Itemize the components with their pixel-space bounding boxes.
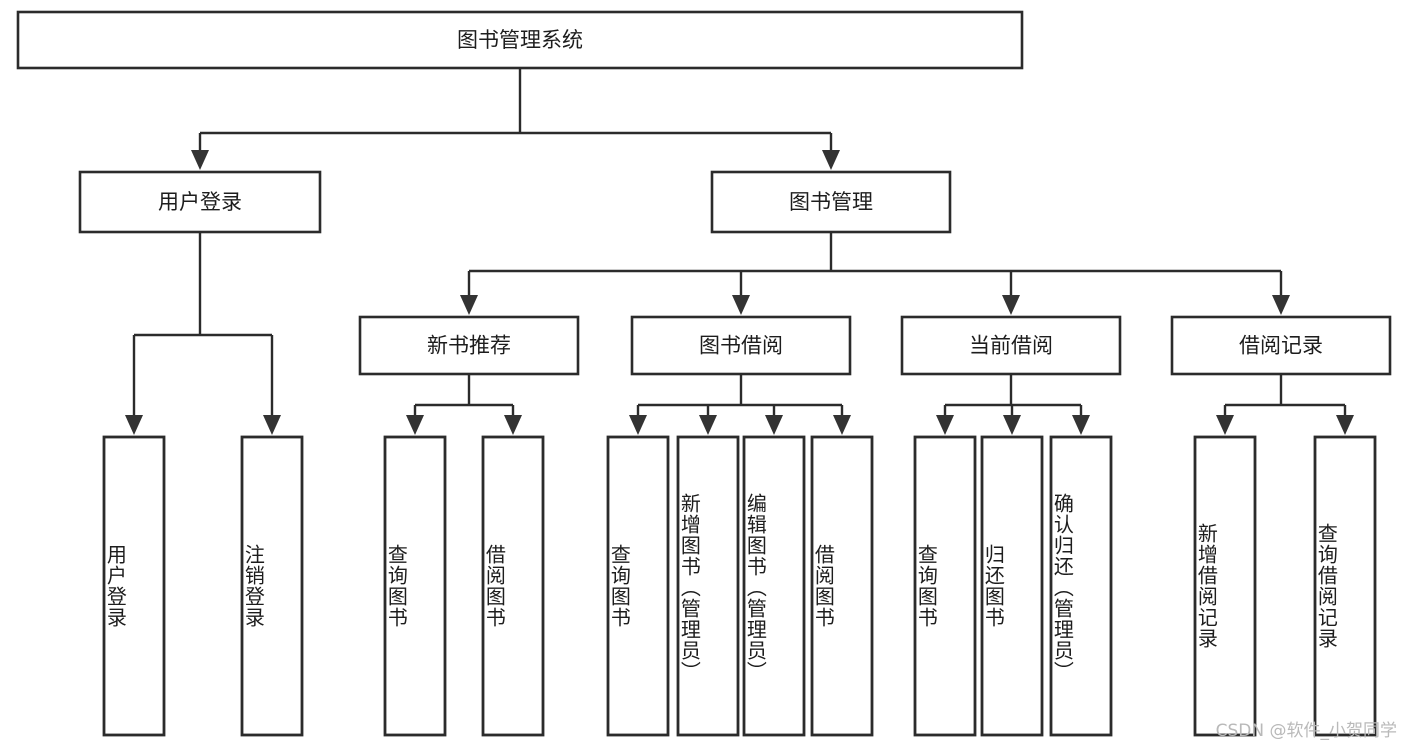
- arrowhead-to-leaf-return-book: [1003, 415, 1021, 435]
- node-leaf-confirm-return[interactable]: 确认归还（管理员）: [1049, 435, 1113, 737]
- arrowhead-to-leaf-query-book-2: [629, 415, 647, 435]
- node-label-wrap-leaf-query-book-3: 查询图书: [914, 544, 939, 628]
- arrowhead-to-leaf-logout: [263, 415, 281, 435]
- node-box-book-manage[interactable]: [710, 170, 952, 234]
- node-leaf-logout[interactable]: 注销登录: [240, 435, 304, 737]
- arrowhead-to-book-borrow: [732, 295, 750, 315]
- node-label-leaf-query-book-1: 查询图书: [384, 544, 409, 628]
- node-box-root[interactable]: [16, 10, 1024, 70]
- node-label-book-manage: 图书管理: [789, 190, 873, 214]
- arrowhead-to-leaf-borrow-book-1: [504, 415, 522, 435]
- arrowhead-to-new-book-recommend: [460, 295, 478, 315]
- node-label-wrap-leaf-edit-book: 编辑图书（管理员）: [743, 492, 768, 682]
- node-box-leaf-confirm-return[interactable]: [1049, 435, 1113, 737]
- arrowhead-to-leaf-add-record: [1216, 415, 1234, 435]
- node-label-leaf-query-book-3: 查询图书: [914, 544, 939, 628]
- node-label-leaf-borrow-book-1: 借阅图书: [482, 544, 507, 628]
- node-label-wrap-leaf-add-book: 新增图书（管理员）: [677, 492, 702, 682]
- node-label-book-borrow: 图书借阅: [699, 334, 783, 358]
- node-label-leaf-query-book-2: 查询图书: [607, 544, 632, 628]
- node-label-wrap-leaf-add-record: 新增借阅记录: [1194, 523, 1219, 649]
- node-box-leaf-edit-book[interactable]: [742, 435, 806, 737]
- node-leaf-edit-book[interactable]: 编辑图书（管理员）: [742, 435, 806, 737]
- node-leaf-add-record[interactable]: 新增借阅记录: [1193, 435, 1257, 737]
- node-box-leaf-return-book[interactable]: [980, 435, 1044, 737]
- node-label-leaf-add-book: 新增图书（管理员）: [677, 492, 702, 682]
- node-label-wrap-leaf-user-login: 用户登录: [103, 544, 128, 628]
- node-leaf-borrow-book-2[interactable]: 借阅图书: [810, 435, 874, 737]
- node-leaf-add-book[interactable]: 新增图书（管理员）: [676, 435, 740, 737]
- node-label-leaf-borrow-book-2: 借阅图书: [811, 544, 836, 628]
- node-label-wrap-leaf-borrow-book-1: 借阅图书: [482, 544, 507, 628]
- node-leaf-user-login[interactable]: 用户登录: [102, 435, 166, 737]
- node-label-leaf-logout: 注销登录: [241, 544, 266, 628]
- arrowhead-to-leaf-add-book: [699, 415, 717, 435]
- node-label-new-book-recommend: 新书推荐: [427, 334, 511, 358]
- node-label-leaf-query-record: 查询借阅记录: [1314, 523, 1339, 649]
- node-user-login[interactable]: 用户登录: [78, 170, 322, 234]
- arrowhead-to-leaf-borrow-book-2: [833, 415, 851, 435]
- node-label-root: 图书管理系统: [457, 28, 583, 52]
- node-root[interactable]: 图书管理系统: [16, 10, 1024, 70]
- node-leaf-query-record[interactable]: 查询借阅记录: [1313, 435, 1377, 737]
- node-box-leaf-logout[interactable]: [240, 435, 304, 737]
- arrowhead-to-current-borrow: [1002, 295, 1020, 315]
- connector-edges-layer: [125, 68, 1354, 435]
- csdn-watermark: CSDN @软件_小贺同学: [1215, 721, 1397, 741]
- node-current-borrow[interactable]: 当前借阅: [900, 315, 1122, 376]
- node-label-current-borrow: 当前借阅: [969, 334, 1053, 358]
- node-box-leaf-borrow-book-1[interactable]: [481, 435, 545, 737]
- node-label-leaf-confirm-return: 确认归还（管理员）: [1050, 492, 1075, 682]
- node-box-current-borrow[interactable]: [900, 315, 1122, 376]
- node-leaf-borrow-book-1[interactable]: 借阅图书: [481, 435, 545, 737]
- node-label-leaf-user-login: 用户登录: [103, 544, 128, 628]
- node-box-new-book-recommend[interactable]: [358, 315, 580, 376]
- node-box-leaf-query-book-1[interactable]: [383, 435, 447, 737]
- node-box-leaf-query-book-2[interactable]: [606, 435, 670, 737]
- node-box-borrow-record[interactable]: [1170, 315, 1392, 376]
- node-label-wrap-leaf-logout: 注销登录: [241, 544, 266, 628]
- node-label-leaf-add-record: 新增借阅记录: [1194, 523, 1219, 649]
- node-box-user-login[interactable]: [78, 170, 322, 234]
- node-borrow-record[interactable]: 借阅记录: [1170, 315, 1392, 376]
- node-label-leaf-edit-book: 编辑图书（管理员）: [743, 492, 768, 682]
- node-box-book-borrow[interactable]: [630, 315, 852, 376]
- node-label-user-login: 用户登录: [158, 190, 242, 214]
- arrowhead-to-leaf-query-book-3: [936, 415, 954, 435]
- node-book-manage[interactable]: 图书管理: [710, 170, 952, 234]
- node-label-wrap-leaf-confirm-return: 确认归还（管理员）: [1050, 492, 1075, 682]
- arrowhead-to-book-manage: [822, 150, 840, 170]
- node-leaf-return-book[interactable]: 归还图书: [980, 435, 1044, 737]
- node-boxes-layer: 图书管理系统用户登录图书管理新书推荐图书借阅当前借阅借阅记录用户登录注销登录查询…: [16, 10, 1392, 737]
- node-label-borrow-record: 借阅记录: [1239, 334, 1323, 358]
- arrowhead-to-leaf-query-record: [1336, 415, 1354, 435]
- arrowhead-to-leaf-edit-book: [765, 415, 783, 435]
- node-book-borrow[interactable]: 图书借阅: [630, 315, 852, 376]
- node-box-leaf-query-book-3[interactable]: [913, 435, 977, 737]
- arrowhead-to-leaf-query-book-1: [406, 415, 424, 435]
- arrowhead-to-user-login: [191, 150, 209, 170]
- node-box-leaf-query-record[interactable]: [1313, 435, 1377, 737]
- node-label-wrap-leaf-borrow-book-2: 借阅图书: [811, 544, 836, 628]
- node-label-wrap-leaf-query-record: 查询借阅记录: [1314, 523, 1339, 649]
- node-leaf-query-book-2[interactable]: 查询图书: [606, 435, 670, 737]
- node-leaf-query-book-3[interactable]: 查询图书: [913, 435, 977, 737]
- node-box-leaf-add-book[interactable]: [676, 435, 740, 737]
- node-leaf-query-book-1[interactable]: 查询图书: [383, 435, 447, 737]
- arrowhead-to-leaf-confirm-return: [1072, 415, 1090, 435]
- arrowhead-to-borrow-record: [1272, 295, 1290, 315]
- node-new-book-recommend[interactable]: 新书推荐: [358, 315, 580, 376]
- node-label-wrap-leaf-query-book-2: 查询图书: [607, 544, 632, 628]
- node-label-wrap-leaf-return-book: 归还图书: [981, 544, 1006, 628]
- node-box-leaf-add-record[interactable]: [1193, 435, 1257, 737]
- arrowhead-to-leaf-user-login: [125, 415, 143, 435]
- node-label-wrap-leaf-query-book-1: 查询图书: [384, 544, 409, 628]
- node-label-leaf-return-book: 归还图书: [981, 544, 1006, 628]
- node-box-leaf-borrow-book-2[interactable]: [810, 435, 874, 737]
- node-box-leaf-user-login[interactable]: [102, 435, 166, 737]
